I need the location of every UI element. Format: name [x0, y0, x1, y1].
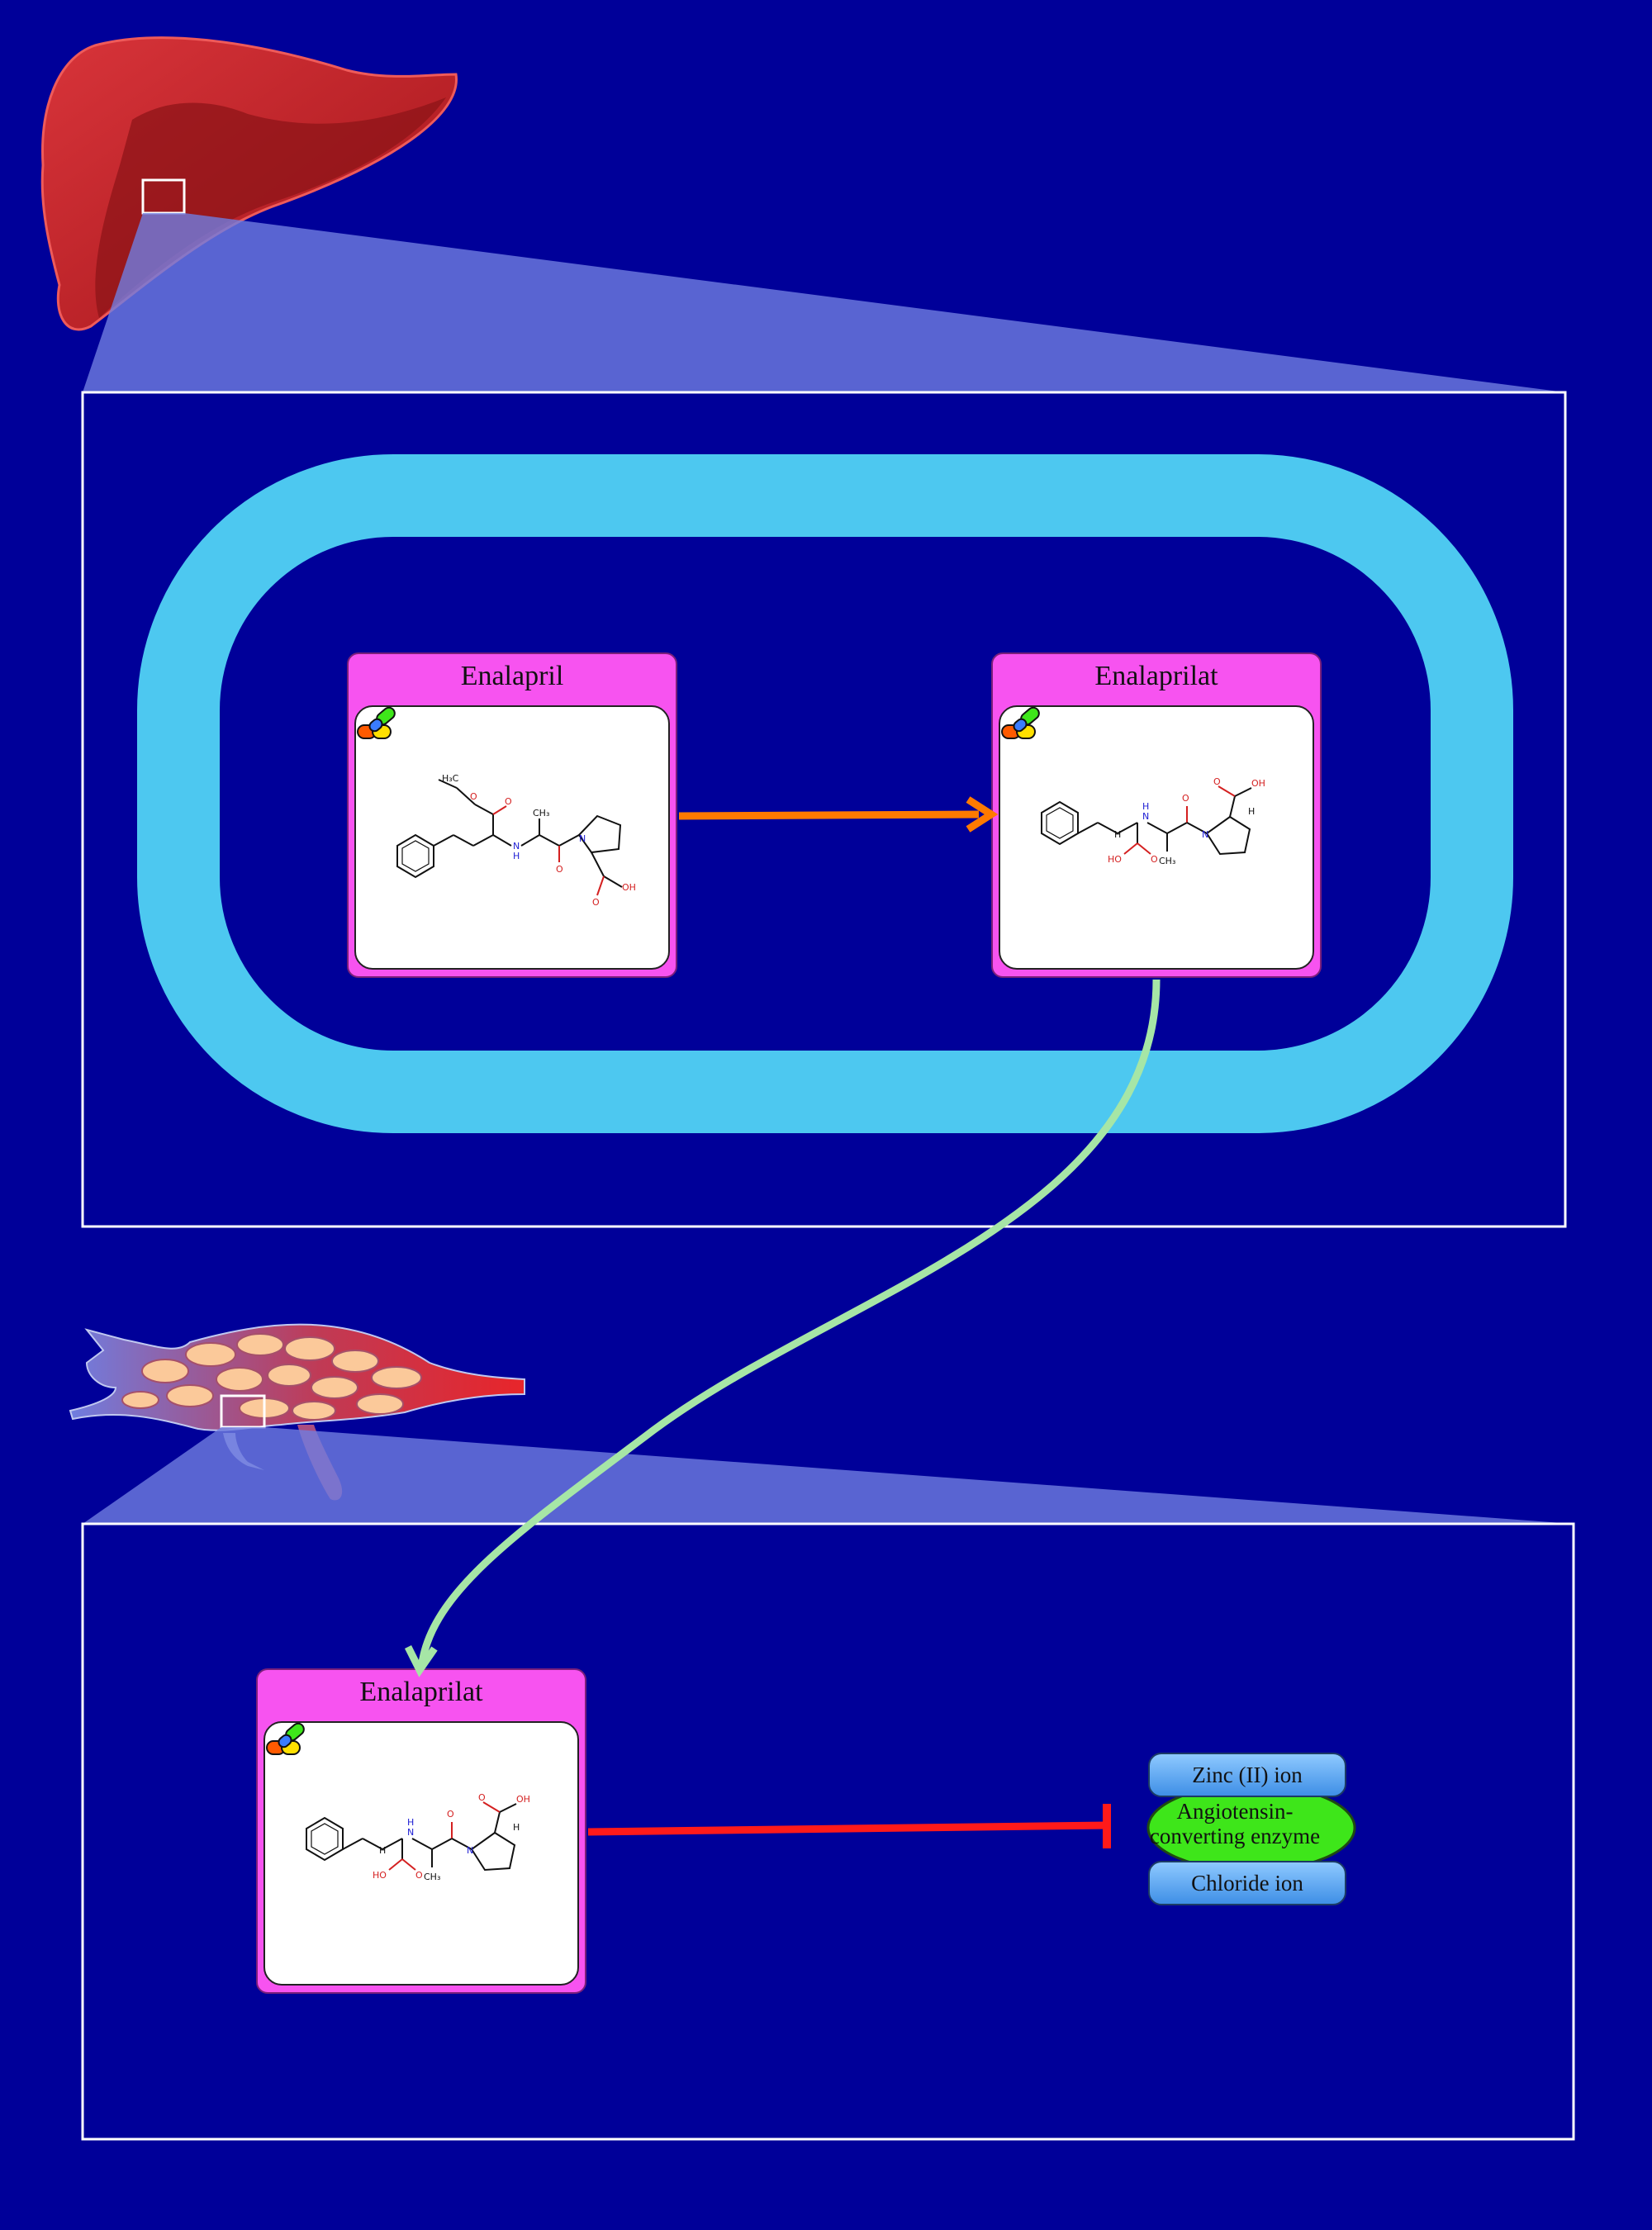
svg-text:O: O: [478, 1792, 486, 1803]
svg-text:N: N: [467, 1845, 473, 1856]
enalaprilat-liver-card[interactable]: Enalaprilat: [991, 652, 1322, 978]
svg-text:N: N: [513, 841, 520, 852]
svg-text:O: O: [470, 791, 477, 802]
svg-text:HO: HO: [373, 1870, 387, 1881]
svg-text:O: O: [447, 1809, 454, 1820]
chloride-ion-node[interactable]: Chloride ion: [1148, 1861, 1346, 1905]
svg-text:H: H: [513, 851, 520, 861]
enalaprilat-vessel-card[interactable]: Enalaprilat: [256, 1668, 586, 1994]
compound-title: Enalaprilat: [359, 1677, 483, 1707]
blood-vessel-icon: [69, 1323, 525, 1501]
svg-text:O: O: [1213, 776, 1221, 787]
enalaprilat-structure: N H H HO O CH₃ O N H O OH: [263, 1721, 579, 1986]
svg-text:O: O: [1151, 854, 1158, 865]
drug-badge-icon: [266, 1723, 305, 1755]
vessel-zoom-callout: [83, 1427, 1574, 1524]
svg-text:O: O: [505, 796, 512, 807]
drug-badge-icon: [357, 707, 396, 739]
svg-text:O: O: [556, 864, 563, 875]
svg-text:H: H: [1248, 806, 1255, 817]
svg-text:H: H: [407, 1817, 414, 1828]
enalapril-card[interactable]: Enalapril: [347, 652, 677, 978]
svg-text:HO: HO: [1108, 854, 1122, 865]
svg-text:N: N: [579, 833, 586, 844]
svg-text:H₃C: H₃C: [442, 773, 459, 784]
svg-text:CH₃: CH₃: [533, 808, 549, 818]
svg-text:H: H: [513, 1822, 520, 1833]
compound-title: Enalapril: [460, 661, 564, 691]
enalapril-structure: H₃C O O N H CH₃ O N O OH: [354, 705, 670, 970]
compound-title: Enalaprilat: [1094, 661, 1218, 691]
svg-text:CH₃: CH₃: [1159, 856, 1175, 866]
svg-text:H: H: [379, 1845, 386, 1856]
svg-text:O: O: [415, 1870, 423, 1881]
svg-text:OH: OH: [516, 1794, 530, 1805]
svg-text:N: N: [1142, 811, 1149, 822]
liver-zoom-callout: [83, 213, 1565, 392]
svg-text:OH: OH: [622, 882, 636, 893]
svg-text:N: N: [1202, 829, 1208, 840]
svg-text:N: N: [407, 1827, 414, 1838]
ace-enzyme-label[interactable]: Angiotensin- converting enzyme: [1149, 1799, 1321, 1848]
svg-text:OH: OH: [1251, 778, 1265, 789]
svg-text:O: O: [1182, 793, 1189, 804]
drug-badge-icon: [1001, 707, 1040, 739]
enalaprilat-structure: N H H HO O CH₃ O N H O OH: [999, 705, 1314, 970]
svg-text:O: O: [592, 897, 600, 908]
svg-text:CH₃: CH₃: [424, 1872, 440, 1882]
zinc-ion-node[interactable]: Zinc (II) ion: [1148, 1753, 1346, 1797]
svg-text:H: H: [1142, 801, 1149, 812]
svg-text:H: H: [1114, 829, 1121, 840]
